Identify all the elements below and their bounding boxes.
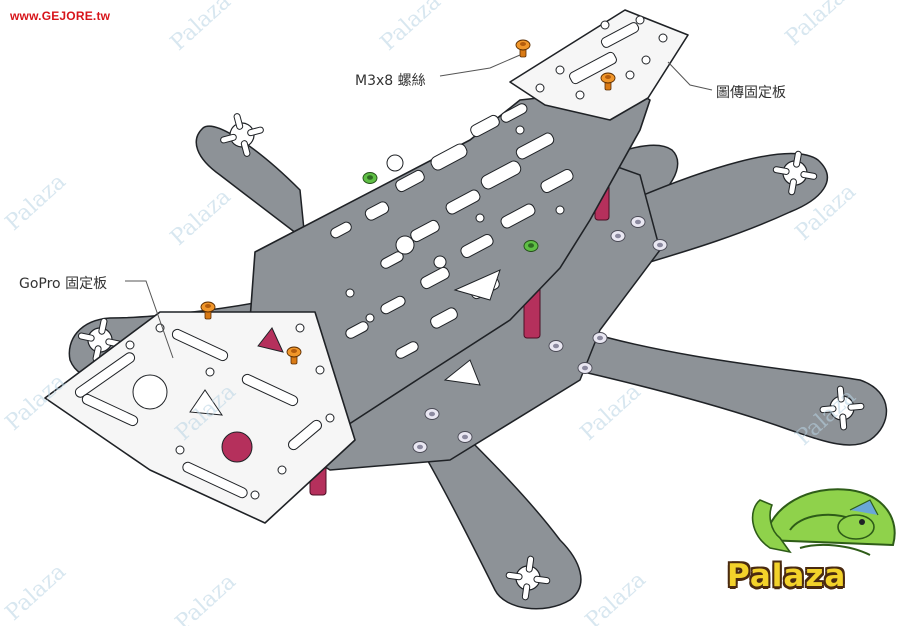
- gopro-mount-callout-label: GoPro 固定板: [19, 276, 108, 292]
- green-nut-left: [362, 172, 378, 184]
- top-plate-cutouts: [330, 103, 574, 386]
- palaza-mascot-logo: [751, 488, 896, 556]
- gopro-mount-plate: [44, 311, 356, 524]
- vtx-mount-plate: [509, 9, 689, 121]
- green-nut-center: [523, 240, 539, 252]
- m3x8-bolt-vtx-1: [515, 39, 531, 58]
- callout-leaders: [125, 54, 713, 359]
- palaza-logo-text: Palaza: [727, 558, 847, 594]
- screw-callout-label: M3x8 螺絲: [355, 73, 426, 89]
- site-url: www.GEJORE.tw: [10, 9, 111, 23]
- vtx-mount-callout-label: 圖傳固定板: [716, 85, 786, 101]
